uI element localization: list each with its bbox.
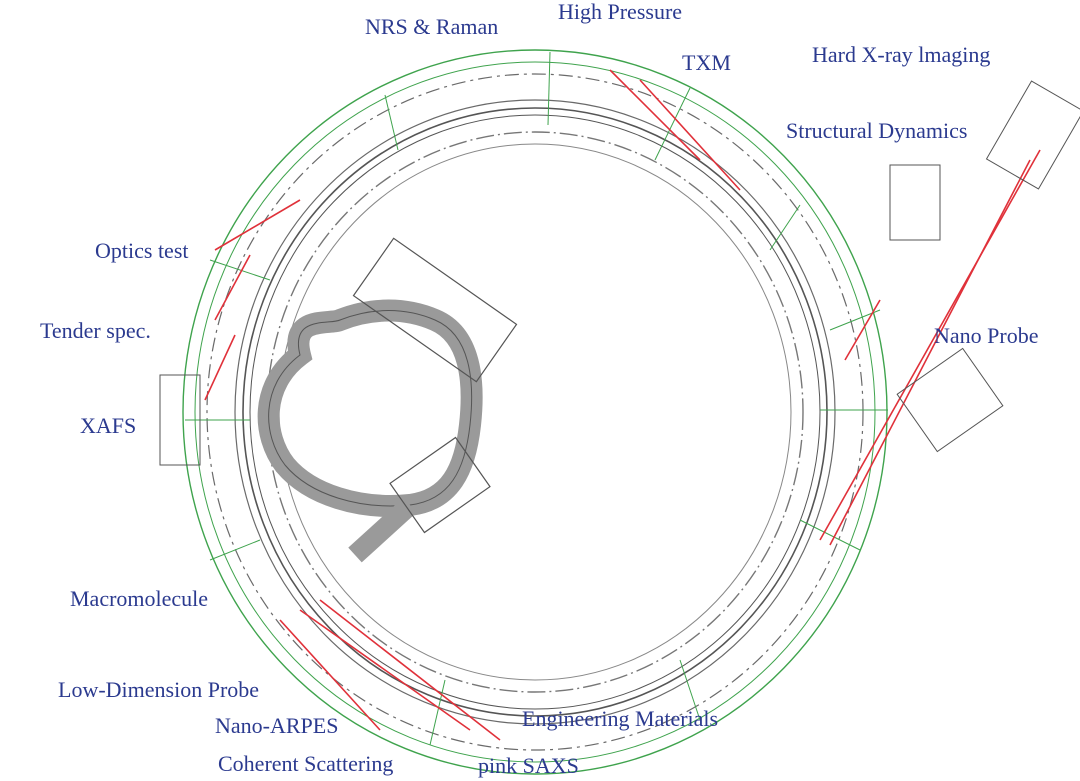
label-structural-dynamics: Structural Dynamics	[786, 118, 967, 143]
beamlines	[204, 69, 1041, 741]
label-macromolecule: Macromolecule	[70, 586, 208, 611]
beamline-labels: NRS & Raman High Pressure TXM Hard X-ray…	[40, 0, 1038, 778]
label-nrs-raman: NRS & Raman	[365, 14, 498, 39]
label-pink-saxs: pink SAXS	[478, 753, 579, 778]
label-engineering-materials: Engineering Materials	[522, 706, 718, 731]
label-nano-probe: Nano Probe	[934, 323, 1038, 348]
label-hard-xray-imaging: Hard X-ray lmaging	[812, 42, 990, 67]
label-high-pressure: High Pressure	[558, 0, 682, 24]
booster-ring	[257, 237, 518, 563]
label-low-dimension-probe: Low-Dimension Probe	[58, 677, 259, 702]
sector-markers	[185, 51, 888, 746]
label-coherent-scattering: Coherent Scattering	[218, 751, 393, 776]
label-optics-test: Optics test	[95, 238, 189, 263]
label-xafs: XAFS	[80, 413, 136, 438]
storage-ring	[182, 49, 888, 775]
end-stations	[159, 80, 1080, 466]
label-nano-arpes: Nano-ARPES	[215, 713, 338, 738]
label-tender-spec: Tender spec.	[40, 318, 151, 343]
label-txm: TXM	[682, 50, 731, 75]
